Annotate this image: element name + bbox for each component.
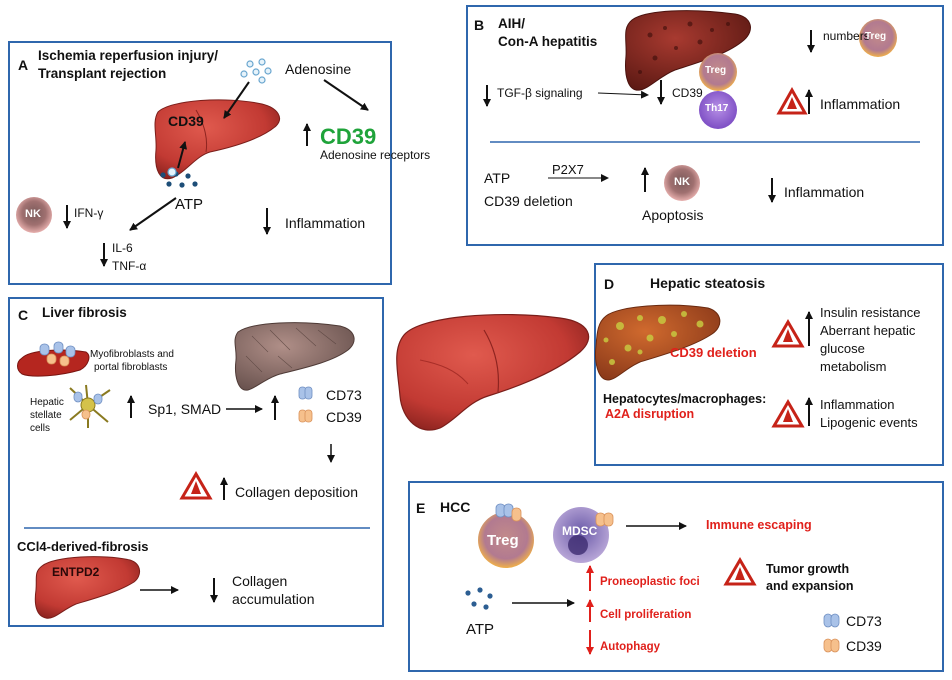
- panel-e: [408, 481, 944, 672]
- panel-a-title-line1: Ischemia reperfusion injury/: [38, 48, 219, 63]
- treg-cell-e: [478, 512, 534, 568]
- atp-label-a: ATP: [175, 196, 204, 213]
- inflammation-label-d: Inflammation: [820, 397, 895, 412]
- hsc-label-line2: stellate: [30, 410, 62, 421]
- tumor-growth-line1: Tumor growth: [766, 562, 850, 576]
- panel-a-title-line2: Transplant rejection: [38, 66, 167, 81]
- insulin-resistance-line2: Aberrant hepatic: [820, 323, 916, 338]
- tgf-beta-label: TGF-β signaling: [497, 86, 583, 100]
- panel-c-letter: C: [18, 307, 29, 323]
- numbers-label: numbers: [823, 29, 870, 43]
- sp1-smad-label: Sp1, SMAD: [148, 401, 222, 417]
- legend-cd73-label: CD73: [846, 613, 882, 629]
- inflammation-label-a: Inflammation: [285, 215, 366, 231]
- autophagy-label: Autophagy: [600, 641, 661, 653]
- panel-d: [594, 263, 944, 466]
- proneoplastic-foci-label: Proneoplastic foci: [600, 576, 700, 588]
- collagen-accumulation-line2: accumulation: [232, 591, 315, 607]
- treg-cell-b: [699, 53, 737, 91]
- panel-d-title: Hepatic steatosis: [650, 275, 766, 291]
- panel-d-letter: D: [604, 276, 615, 292]
- th17-label-b: Th17: [705, 103, 729, 114]
- insulin-resistance-line1: Insulin resistance: [820, 305, 921, 320]
- cd73-label-c: CD73: [326, 387, 362, 403]
- entpd2-label: ENTPD2: [52, 565, 100, 579]
- liver-d: [595, 304, 721, 381]
- panel-b-graphics: [483, 10, 920, 203]
- immune-escaping-label: Immune escaping: [706, 518, 812, 532]
- panel-c: [8, 297, 384, 627]
- panel-d-graphics: [595, 304, 813, 428]
- apoptosis-label: Apoptosis: [642, 207, 704, 223]
- treg-label-b-numbers: Treg: [865, 31, 887, 42]
- inflammation-label-b1: Inflammation: [820, 96, 901, 112]
- nk-cell-label-b: NK: [674, 176, 690, 188]
- panel-c-title: Liver fibrosis: [42, 305, 127, 320]
- cd39-deletion-label-b: CD39 deletion: [484, 193, 573, 209]
- insulin-resistance-line4: metabolism: [820, 359, 887, 374]
- nk-cell-label-a: NK: [25, 208, 41, 220]
- ccl4-fibrosis-label: CCl4-derived-fibrosis: [17, 539, 149, 554]
- panel-e-letter: E: [416, 500, 426, 516]
- ifn-gamma-label: IFN-γ: [74, 206, 104, 220]
- nk-cell-b: [664, 165, 700, 201]
- th17-cell-b: [699, 91, 737, 129]
- collagen-deposition-label: Collagen deposition: [235, 484, 358, 500]
- liver-b: [625, 10, 751, 91]
- collagen-accumulation-line1: Collagen: [232, 573, 288, 589]
- adenosine-receptors-label: Adenosine receptors: [320, 148, 431, 162]
- panel-a: [8, 41, 392, 285]
- panel-a-graphics: [16, 58, 369, 267]
- mdsc-cell-e: [553, 507, 609, 563]
- adenosine-label: Adenosine: [285, 61, 352, 77]
- atp-label-b: ATP: [484, 170, 511, 186]
- panel-e-title: HCC: [440, 499, 471, 515]
- panel-b: [466, 5, 944, 246]
- tumor-growth-line2: and expansion: [766, 579, 854, 593]
- treg-cell-b-numbers: [859, 19, 897, 57]
- myofibroblasts-label-line2: portal fibroblasts: [94, 362, 168, 373]
- cd39-label-c: CD39: [326, 409, 362, 425]
- cell-proliferation-label: Cell proliferation: [600, 609, 692, 621]
- hepatocytes-macrophages-label: Hepatocytes/macrophages:: [603, 392, 767, 406]
- hsc-label-line3: cells: [30, 423, 51, 434]
- panel-a-letter: A: [18, 57, 29, 73]
- p2x7-label: P2X7: [552, 162, 584, 177]
- inflammation-label-b2: Inflammation: [784, 184, 865, 200]
- liver-c: [234, 322, 355, 391]
- liver-a: [154, 99, 280, 180]
- panel-b-letter: B: [474, 17, 485, 33]
- il6-label: IL-6: [112, 241, 133, 255]
- cd39-deletion-label-d: CD39 deletion: [670, 345, 757, 360]
- myofibroblasts-label-line1: Myofibroblasts and: [90, 349, 174, 360]
- treg-label-e: Treg: [487, 532, 519, 549]
- cd39-label-b: CD39: [672, 86, 703, 100]
- central-liver: [396, 313, 590, 431]
- tnf-alpha-label: TNF-α: [112, 259, 147, 273]
- lipogenic-events-label: Lipogenic events: [820, 415, 918, 430]
- a2a-disruption-label: A2A disruption: [605, 407, 695, 421]
- panel-b-title-line1: AIH/: [498, 16, 525, 31]
- cd39-upregulated-label: CD39: [320, 124, 377, 149]
- cd39-liver-label: CD39: [168, 113, 204, 129]
- atp-label-e: ATP: [466, 621, 495, 638]
- insulin-resistance-line3: glucose: [820, 341, 865, 356]
- liver-entpd2: [34, 556, 140, 619]
- panel-c-graphics: [17, 322, 370, 619]
- legend-cd39-label: CD39: [846, 638, 882, 654]
- panel-b-title-line2: Con-A hepatitis: [498, 34, 598, 49]
- hsc-label-line1: Hepatic: [30, 397, 64, 408]
- mdsc-label-e: MDSC: [562, 524, 598, 538]
- panel-e-graphics: [465, 503, 840, 655]
- nk-cell-a: [16, 197, 52, 233]
- treg-label-b: Treg: [705, 65, 727, 76]
